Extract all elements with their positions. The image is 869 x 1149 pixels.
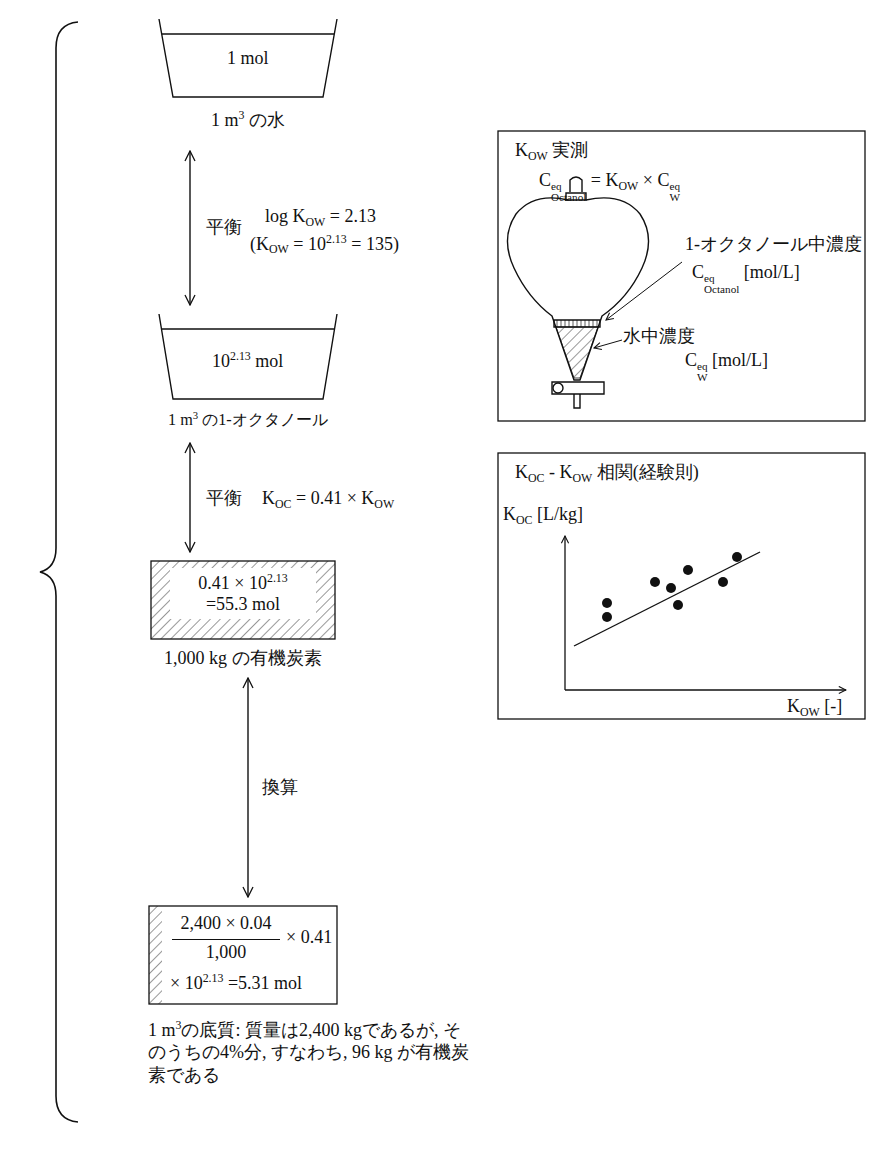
node-text: 102.13 mol [212, 349, 283, 372]
leader-arrow [606, 262, 682, 320]
equilibrium-arrow [247, 678, 248, 897]
node-text: 0.41 × 102.13 =55.3 mol [170, 568, 316, 619]
node-box: 0.41 × 102.13 =55.3 mol 1,000 kg の有機炭素 [150, 560, 336, 670]
node-text: CeqOctanol [mol/L] [692, 262, 800, 295]
correlation-chart [565, 536, 846, 690]
node-text: × 102.13 =5.31 mol [170, 971, 302, 994]
node-box: 102.13 mol 1 m3 の1-オクタノール [158, 313, 338, 435]
node-text: KOC - KOW 相関(経験則) [515, 462, 699, 485]
annotation: log KOW = 2.13 [265, 205, 376, 229]
leader-arrow [594, 340, 622, 348]
annotation: (KOW = 102.13 = 135) [250, 232, 399, 257]
node-text: 1-オクタノール中濃度 [685, 234, 862, 256]
equilibrium-arrow [189, 151, 190, 305]
node-box: 1 mol 1 m3 の水 [158, 18, 338, 143]
annotation: KOC = 0.41 × KOW [262, 487, 394, 511]
node-text: 2,400 × 0.04 [170, 913, 282, 935]
node-text: CeqOctanol = KOW × CeqW [539, 170, 680, 203]
node-box: KOW 実測 CeqOctanol = KOW × CeqW 1-オクタノール中濃度… [497, 130, 866, 422]
node-text: 1,000 [170, 942, 282, 964]
node-text: 1,000 kg の有機炭素 [164, 648, 322, 670]
node-text: 1 mol [227, 48, 269, 70]
node-outline [497, 452, 866, 720]
node-text: CeqW [mol/L] [685, 350, 768, 383]
node-text: 水中濃度 [623, 326, 695, 348]
node-text: 1 m3 の水 [211, 108, 285, 131]
node-text: KOW 実測 [515, 140, 588, 163]
curly-brace [40, 22, 78, 1122]
separatory-funnel [507, 177, 648, 408]
node-outline [497, 130, 866, 422]
node-text: KOW [-] [787, 696, 842, 719]
edge-label: 平衡 [206, 487, 242, 510]
node-text: KOC [L/kg] [503, 504, 583, 527]
node-text: 1 m3 の1-オクタノール [168, 409, 328, 430]
annotation: 1 m3の底質: 質量は2,400 kgであるが, そのうちの4%分, すなわち… [148, 1018, 478, 1086]
fraction-bar [172, 939, 280, 940]
node-box: 2,400 × 0.04 1,000× 0.41 × 102.13 =5.31 mo… [148, 905, 338, 1005]
equilibrium-arrow [189, 443, 190, 552]
node-box: KOC - KOW 相関(経験則) KOC [L/kg] KOW [-] [497, 452, 866, 720]
edge-label: 平衡 [206, 216, 242, 239]
node-text: × 0.41 [286, 927, 332, 949]
edge-label: 換算 [262, 776, 298, 799]
